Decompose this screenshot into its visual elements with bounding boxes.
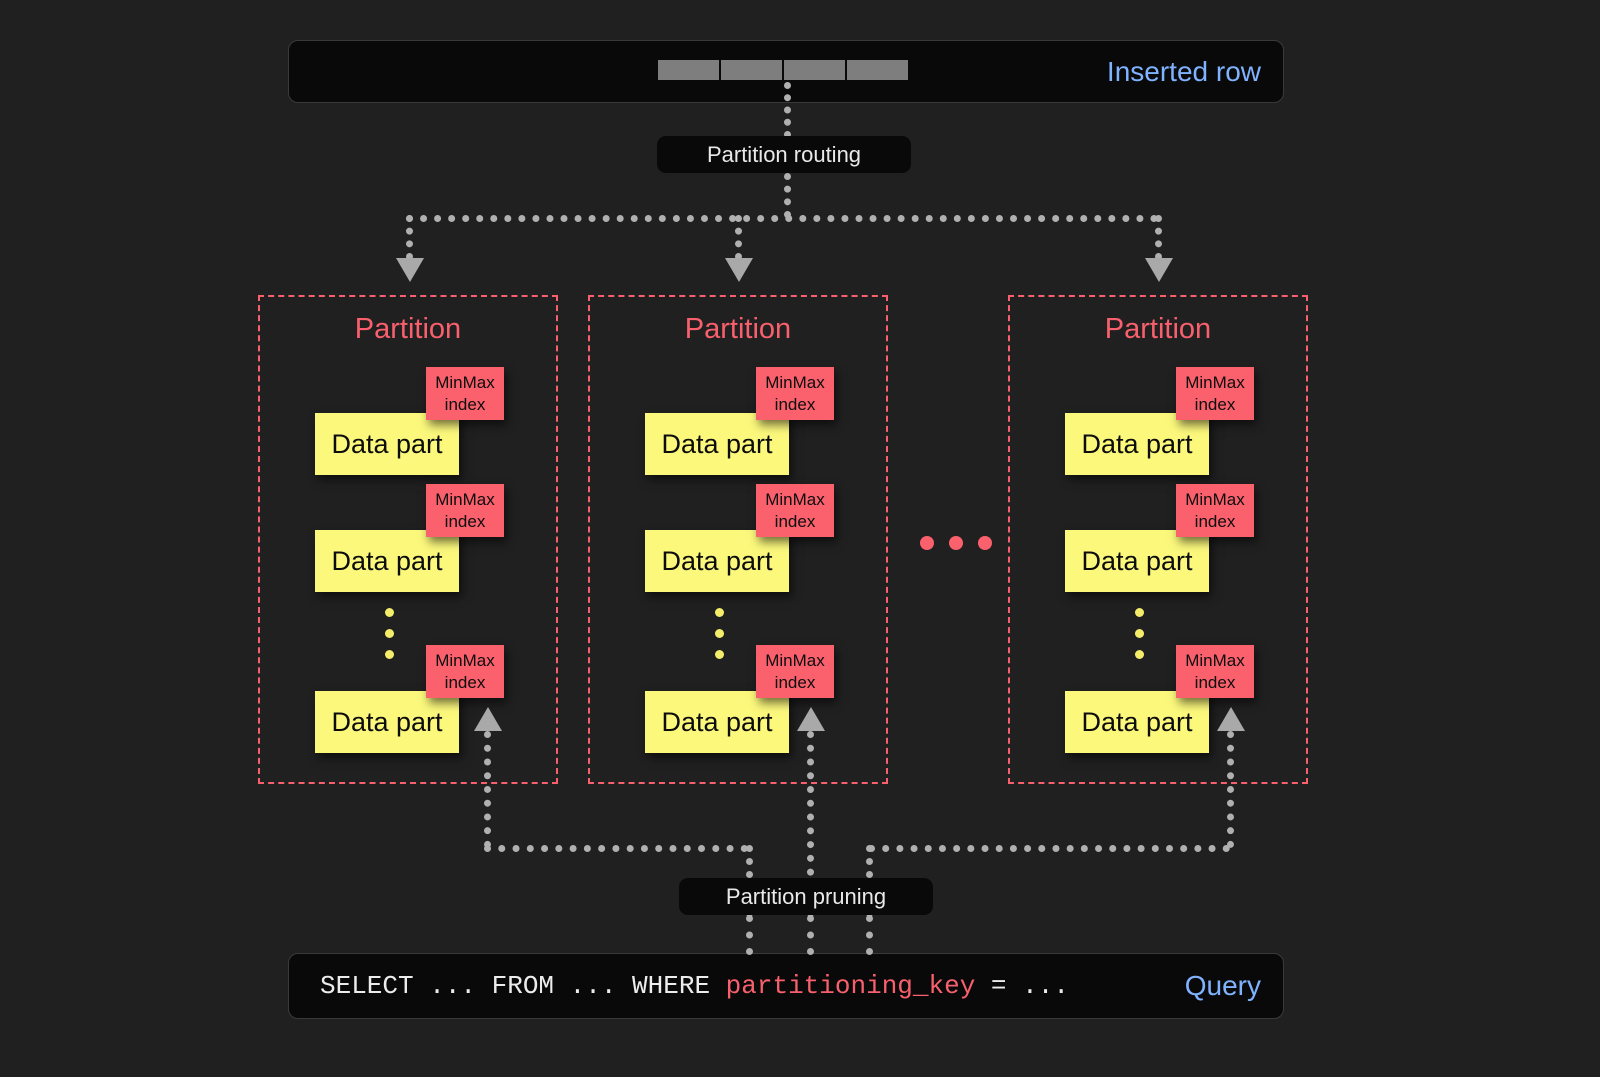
sql-prefix: SELECT ... FROM ... WHERE [320, 971, 726, 1001]
data-part-box: Data part [1065, 413, 1209, 475]
partition-routing-label: Partition routing [657, 136, 911, 173]
ellipsis-dot [715, 608, 724, 617]
ellipsis-dot [949, 536, 963, 550]
connector-bus-to-partition-1 [406, 215, 413, 260]
connector-pruning-to-query-mid [807, 915, 814, 955]
data-part-ellipsis [385, 608, 394, 659]
data-part-box: Data part [1065, 530, 1209, 592]
query-label: Query [1184, 970, 1261, 1001]
data-part-box: Data part [645, 691, 789, 753]
data-part-box: Data part [645, 530, 789, 592]
partition-title: Partition [1104, 313, 1212, 345]
ellipsis-dot [385, 650, 394, 659]
row-cell [784, 60, 845, 80]
ellipsis-dot [385, 608, 394, 617]
ellipsis-dot [715, 650, 724, 659]
query-bar: Query [288, 953, 1284, 1019]
ellipsis-dot [978, 536, 992, 550]
ellipsis-dot [1135, 629, 1144, 638]
data-part-ellipsis [1135, 608, 1144, 659]
connector-pruning-to-query-left [746, 915, 753, 955]
inserted-row-cells [658, 60, 908, 80]
connector-pruning-to-partition-3 [1227, 731, 1234, 848]
arrow-into-partition-1 [396, 258, 424, 282]
data-part-ellipsis [715, 608, 724, 659]
ellipsis-dot [1135, 650, 1144, 659]
arrow-into-data-part-2 [797, 707, 825, 731]
arrow-into-data-part-1 [474, 707, 502, 731]
partition-ellipsis [920, 536, 992, 550]
arrow-into-partition-3 [1145, 258, 1173, 282]
partition-title: Partition [354, 313, 462, 345]
ellipsis-dot [1135, 608, 1144, 617]
data-part-box: Data part [645, 413, 789, 475]
row-cell [721, 60, 782, 80]
query-sql-text: SELECT ... FROM ... WHERE partitioning_k… [320, 953, 1069, 1019]
connector-pruning-to-query-right [866, 915, 873, 955]
partition-pruning-label: Partition pruning [679, 878, 933, 915]
partition-title: Partition [684, 313, 792, 345]
connector-pruning-to-partition-2 [807, 731, 814, 917]
connector-pruning-to-partition-1 [484, 731, 491, 848]
connector-bus-to-partition-2 [735, 215, 742, 260]
ellipsis-dot [715, 629, 724, 638]
connector-pruning-bus-right [868, 845, 1230, 852]
arrow-into-partition-2 [725, 258, 753, 282]
connector-routing-bus [406, 215, 1158, 222]
sql-partitioning-key: partitioning_key [725, 971, 976, 1001]
inserted-row-label: Inserted row [1106, 55, 1261, 87]
row-cell [847, 60, 908, 80]
connector-routing-to-bus [784, 173, 791, 218]
sql-suffix: = ... [975, 971, 1069, 1001]
row-cell [658, 60, 719, 80]
connector-pruning-bus-left [484, 845, 748, 852]
connector-row-to-routing [784, 82, 791, 138]
data-part-box: Data part [315, 530, 459, 592]
connector-bus-to-partition-3 [1155, 215, 1162, 260]
ellipsis-dot [920, 536, 934, 550]
data-part-box: Data part [315, 691, 459, 753]
data-part-box: Data part [1065, 691, 1209, 753]
arrow-into-data-part-3 [1217, 707, 1245, 731]
ellipsis-dot [385, 629, 394, 638]
data-part-box: Data part [315, 413, 459, 475]
